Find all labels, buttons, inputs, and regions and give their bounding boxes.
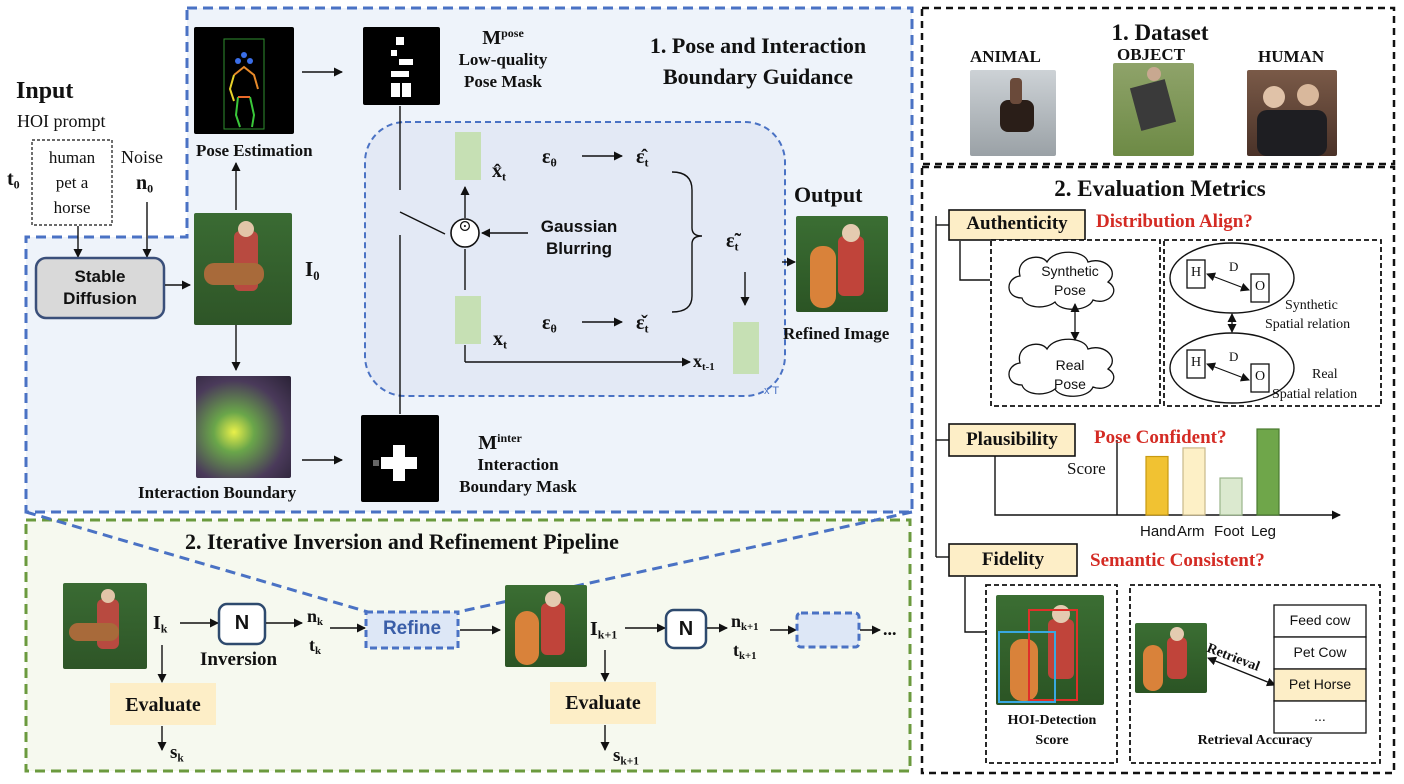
input-title: Input <box>16 78 74 104</box>
bar-label-arm: Arm <box>1177 523 1205 540</box>
pose-estimation-label: Pose Estimation <box>196 141 313 160</box>
image-ik1 <box>505 585 587 667</box>
dataset-animal-label: ANIMAL <box>970 47 1041 66</box>
bar-label-foot: Foot <box>1214 523 1245 540</box>
retrieval-option-3: Pet Horse <box>1288 676 1352 692</box>
stable-diffusion-box <box>34 256 166 320</box>
dataset-title: 1. Dataset <box>1111 20 1209 45</box>
hoi-detection-image <box>996 595 1104 705</box>
loop-count-label: x T <box>764 385 780 397</box>
eps-theta-bottom: εθ <box>542 312 557 336</box>
t0-symbol: t0 <box>7 168 20 192</box>
synthetic-pose-cloud <box>1008 251 1115 310</box>
retrieval-option-1: Feed cow <box>1289 612 1351 628</box>
tk1-symbol: tk+1 <box>733 640 757 663</box>
retrieval-accuracy-label: Retrieval Accuracy <box>1197 733 1313 748</box>
pose-mask-image <box>363 27 440 105</box>
xt-minus-1-symbol: xt-1 <box>693 351 715 374</box>
interaction-boundary-label: Interaction Boundary <box>138 483 297 502</box>
bar-arm <box>1182 447 1206 516</box>
n0-symbol: n0 <box>136 172 154 196</box>
xt-symbol: xt <box>493 328 507 352</box>
odot-symbol: ⊙ <box>458 218 472 235</box>
eps-tilde-t-symbol: ε̃t <box>726 230 739 254</box>
sk1-symbol: sk+1 <box>613 745 639 768</box>
real-spatial-2: Spatial relation <box>1272 387 1358 402</box>
tk-symbol: tk <box>309 635 322 658</box>
o-box-real: O <box>1254 369 1266 384</box>
refine-box <box>364 610 460 650</box>
hoi-prompt-label: HOI prompt <box>17 111 106 131</box>
synthetic-spatial-1: Synthetic <box>1285 298 1338 313</box>
h-box-real: H <box>1190 355 1202 370</box>
interaction-boundary-image <box>196 376 291 478</box>
nk1-symbol: nk+1 <box>731 611 759 634</box>
bar-hand <box>1145 455 1169 516</box>
inversion-n-symbol-2: N <box>678 618 694 640</box>
evaluate-label-k1: Evaluate <box>565 692 641 714</box>
bar-label-hand: Hand <box>1140 523 1176 540</box>
bar-label-leg: Leg <box>1251 523 1277 540</box>
pose-estimation-image <box>194 27 294 134</box>
metrics-title: 2. Evaluation Metrics <box>1054 176 1266 201</box>
pose-confidence-bars <box>1145 428 1280 516</box>
inversion-label: Inversion <box>200 649 278 670</box>
generated-image-i0 <box>194 213 292 325</box>
nk-symbol: nk <box>307 606 324 629</box>
d-label-real: D <box>1229 349 1239 364</box>
xhat-t-symbol: x̂t <box>492 160 506 184</box>
fidelity-label: Fidelity <box>981 549 1045 570</box>
refined-image-label: Refined Image <box>783 324 890 343</box>
real-spatial-1: Real <box>1312 367 1338 382</box>
chart-ylabel: Score <box>1067 459 1106 478</box>
refine-label: Refine <box>382 618 442 639</box>
image-ik <box>63 583 147 669</box>
ik-symbol: Ik <box>153 612 168 636</box>
distribution-align-question: Distribution Align? <box>1096 211 1253 232</box>
semantic-consistent-question: Semantic Consistent? <box>1090 550 1265 571</box>
dataset-object-label: OBJECT <box>1117 45 1186 64</box>
inversion-n-symbol: N <box>234 612 250 634</box>
bar-leg <box>1256 428 1280 516</box>
retrieval-query-image <box>1135 623 1207 693</box>
eps-check-t-symbol: ε̌t <box>636 312 649 336</box>
synthetic-spatial-2: Spatial relation <box>1265 317 1351 332</box>
retrieval-option-4: ... <box>1314 708 1326 724</box>
dataset-human-image <box>1247 70 1337 156</box>
section2-title: 2. Iterative Inversion and Refinement Pi… <box>185 529 619 554</box>
pose-confident-question: Pose Confident? <box>1094 427 1227 448</box>
d-label-synthetic: D <box>1229 259 1239 274</box>
eps-theta-top: εθ <box>542 146 557 170</box>
noise-label: Noise <box>121 147 163 167</box>
authenticity-label: Authenticity <box>966 213 1068 234</box>
dataset-animal-image <box>970 70 1056 156</box>
h-box-synthetic: H <box>1190 265 1202 280</box>
evaluate-label-k: Evaluate <box>125 694 201 716</box>
interaction-mask-image <box>361 415 439 502</box>
ik1-symbol: Ik+1 <box>590 618 618 642</box>
refined-output-image <box>796 216 888 312</box>
eps-hat-t-symbol: ε̂t <box>636 146 649 170</box>
pipeline-ellipsis: ... <box>883 619 897 639</box>
sk-symbol: sk <box>170 742 184 765</box>
pipeline-panel <box>24 518 912 773</box>
dataset-human-label: HUMAN <box>1258 47 1325 66</box>
i0-symbol: I0 <box>305 257 320 283</box>
plausibility-label: Plausibility <box>966 429 1058 450</box>
o-box-synthetic: O <box>1254 279 1266 294</box>
real-pose-cloud <box>1008 338 1115 397</box>
output-label: Output <box>794 182 863 207</box>
retrieval-option-2: Pet Cow <box>1293 644 1347 660</box>
dataset-object-image <box>1113 63 1194 156</box>
bar-foot <box>1219 477 1243 516</box>
